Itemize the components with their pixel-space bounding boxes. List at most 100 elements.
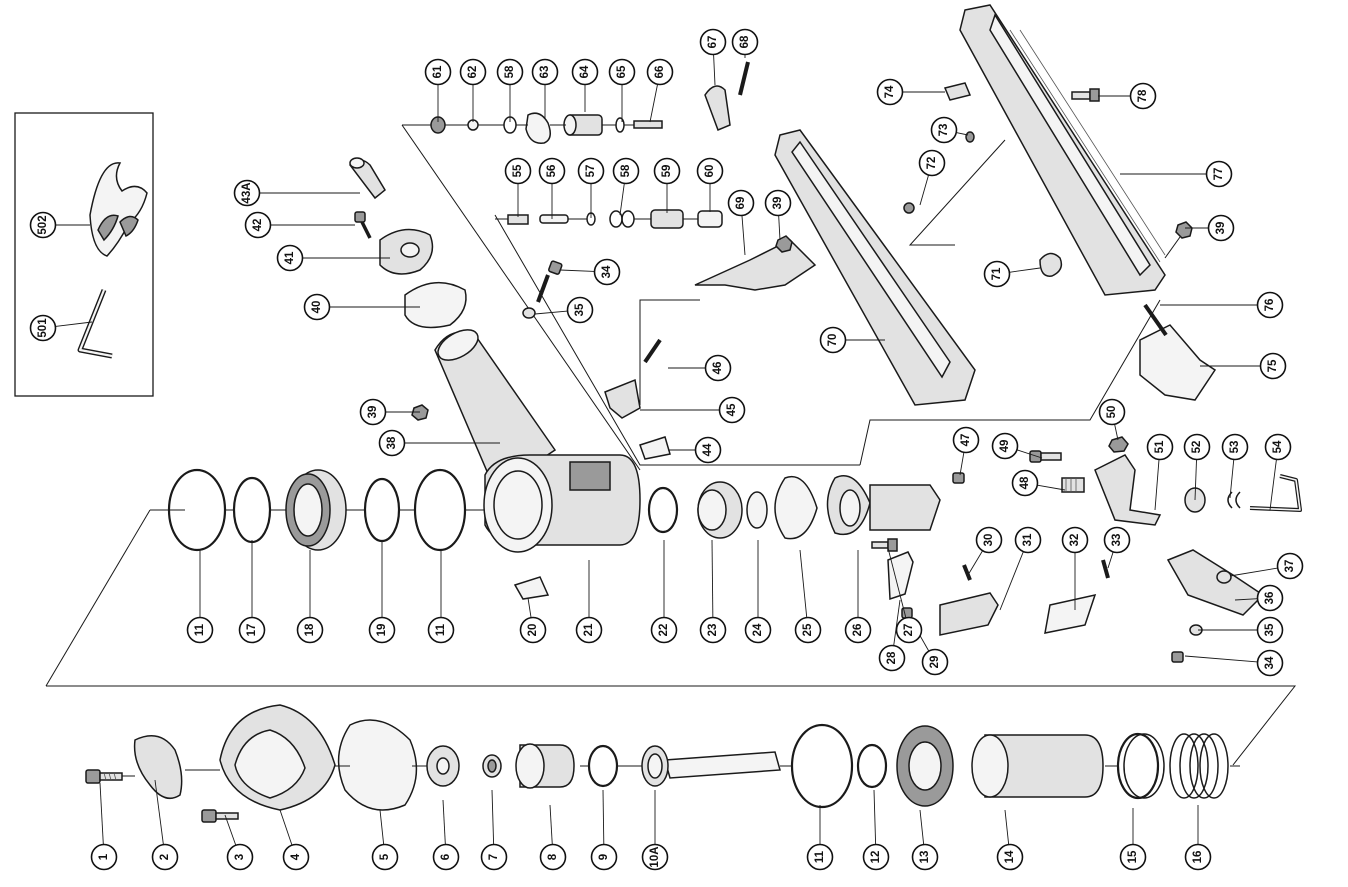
guide-line-bottom (46, 685, 1297, 766)
part-callout: 24 (744, 616, 772, 644)
callout-label: 502 (37, 215, 49, 234)
callout-circle (424, 58, 452, 86)
callout-label: 71 (991, 267, 1003, 280)
bolt-1 (85, 769, 123, 784)
callout-circle (704, 354, 732, 382)
lever-36 (1166, 549, 1265, 616)
callout-circle (727, 189, 755, 217)
callout-label: 18 (304, 623, 316, 636)
callout-circle (699, 28, 727, 56)
callout-label: 34 (1264, 656, 1276, 669)
accessory-box (14, 112, 154, 397)
leader-line (919, 174, 929, 206)
part-callout: 35 (566, 296, 594, 324)
part-callout: 18 (296, 616, 324, 644)
leader-line (619, 183, 625, 216)
spring-16 (1169, 733, 1229, 799)
part-callout: 17 (238, 616, 266, 644)
clip-71 (1039, 252, 1063, 277)
leader-line (893, 599, 901, 646)
pin-54 (1249, 474, 1302, 512)
part-callout: 40 (303, 293, 331, 321)
callout-label: 14 (1004, 850, 1016, 863)
callout-label: 35 (1264, 623, 1276, 636)
callout-label: 55 (512, 164, 524, 177)
callout-label: 48 (1019, 476, 1031, 489)
callout-label: 70 (827, 334, 839, 347)
washer-35-top (522, 307, 536, 319)
part-callout: 501 (29, 314, 57, 342)
callout-circle (696, 157, 724, 185)
callout-label: 58 (620, 164, 632, 177)
part-callout: 34 (1256, 649, 1284, 677)
spring-48 (1061, 477, 1085, 493)
part-callout: 11 (806, 843, 834, 871)
guide-75 (1139, 324, 1217, 401)
callout-circle (650, 616, 678, 644)
part-callout: 10A (641, 843, 669, 871)
callout-circle (1146, 433, 1174, 461)
end-cover-4 (219, 704, 336, 811)
callout-circle (744, 616, 772, 644)
part-callout: 22 (650, 616, 678, 644)
rod-76 (1143, 303, 1168, 337)
o-ring-9 (587, 744, 619, 788)
callout-circle (296, 616, 324, 644)
callout-circle (991, 432, 1019, 460)
callout-label: 9 (598, 854, 610, 860)
leader-line (602, 789, 605, 845)
callout-circle (531, 58, 559, 86)
callout-label: 56 (546, 165, 558, 178)
leader-line (713, 54, 716, 86)
callout-label: 12 (870, 851, 882, 864)
part-callout: 502 (29, 211, 57, 239)
hook-67 (704, 85, 731, 131)
callout-label: 31 (1022, 533, 1034, 546)
part-callout: 47 (952, 426, 980, 454)
callout-circle (694, 436, 722, 464)
callout-circle (1129, 82, 1157, 110)
callout-circle (427, 616, 455, 644)
leader-line (559, 269, 595, 272)
leader-line (649, 84, 658, 123)
trigger-31 (939, 592, 999, 636)
callout-label: 32 (1069, 534, 1081, 547)
callout-circle (794, 616, 822, 644)
part-callout: 26 (844, 616, 872, 644)
callout-circle (930, 116, 958, 144)
callout-circle (646, 58, 674, 86)
part-callout: 46 (704, 354, 732, 382)
part-callout: 65 (608, 58, 636, 86)
bolt-27 (871, 538, 898, 552)
rail-70 (774, 129, 976, 406)
part-callout: 43A (233, 179, 261, 207)
callout-circle (226, 843, 254, 871)
callout-label: 72 (926, 157, 938, 170)
callout-label: 43A (241, 182, 253, 203)
callout-circle (641, 843, 669, 871)
callout-label: 10A (649, 846, 661, 867)
part-callout: 6 (432, 843, 460, 871)
pin-73 (965, 131, 975, 143)
callout-label: 20 (527, 624, 539, 637)
callout-circle (368, 616, 396, 644)
callout-label: 60 (704, 165, 716, 178)
nut-39-right (1175, 221, 1193, 239)
leader-line (873, 789, 877, 845)
callout-label: 2 (159, 854, 171, 860)
callout-circle (575, 616, 603, 644)
callout-circle (1276, 552, 1304, 580)
bolt-47 (952, 472, 965, 484)
callout-label: 3 (234, 854, 246, 860)
callout-circle (1205, 160, 1233, 188)
part-callout: 37 (1276, 552, 1304, 580)
callout-label: 4 (290, 853, 302, 860)
callout-label: 5 (379, 853, 391, 860)
part-callout: 23 (699, 616, 727, 644)
part-callout: 9 (590, 843, 618, 871)
callout-label: 41 (284, 251, 296, 264)
leader-line (967, 550, 983, 576)
part-callout: 25 (794, 616, 822, 644)
callout-circle (921, 648, 949, 676)
